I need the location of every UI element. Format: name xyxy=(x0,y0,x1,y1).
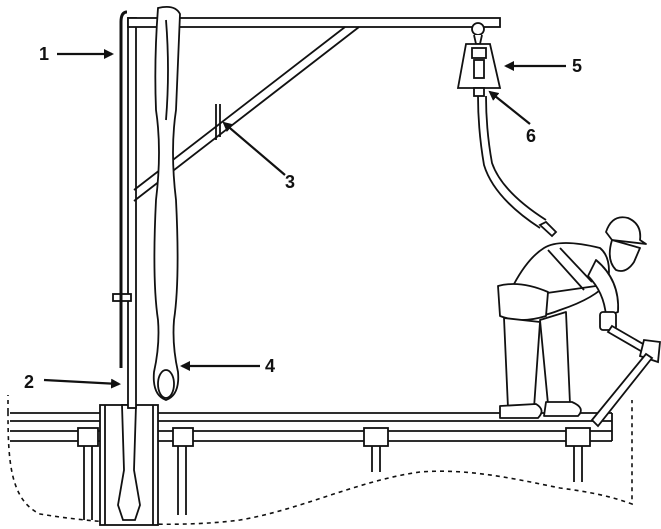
callout-label-3: 3 xyxy=(285,172,295,192)
worker-leg-right xyxy=(539,311,571,405)
worker-head xyxy=(608,239,641,272)
davit-boom xyxy=(127,17,501,28)
ground-contour xyxy=(7,400,633,526)
tool-belt xyxy=(497,283,549,321)
callout-label-2: 2 xyxy=(24,372,34,392)
callout-arrows xyxy=(43,49,566,389)
worker-leg-left xyxy=(503,317,541,409)
hammer-tool xyxy=(590,324,661,428)
arrow-6 xyxy=(488,90,531,125)
arrow-2 xyxy=(43,378,121,389)
callout-label-6: 6 xyxy=(526,126,536,146)
callout-label-5: 5 xyxy=(572,56,582,76)
callout-label-1: 1 xyxy=(39,44,49,64)
hard-hat xyxy=(605,216,647,245)
lifeline xyxy=(473,87,558,238)
boom-swivel xyxy=(471,22,485,45)
worker-boot-left xyxy=(499,403,543,419)
lifting-sling xyxy=(152,5,181,401)
deck-supports xyxy=(77,427,591,520)
srl-housing xyxy=(456,43,502,89)
mast-side-rod xyxy=(119,10,128,368)
mast-base-sleeve xyxy=(99,404,159,526)
callout-label-4: 4 xyxy=(265,356,275,376)
davit-mast xyxy=(112,17,137,409)
worker-figure xyxy=(497,216,647,419)
arrow-3 xyxy=(222,121,286,176)
worker-boot-right xyxy=(543,401,582,417)
